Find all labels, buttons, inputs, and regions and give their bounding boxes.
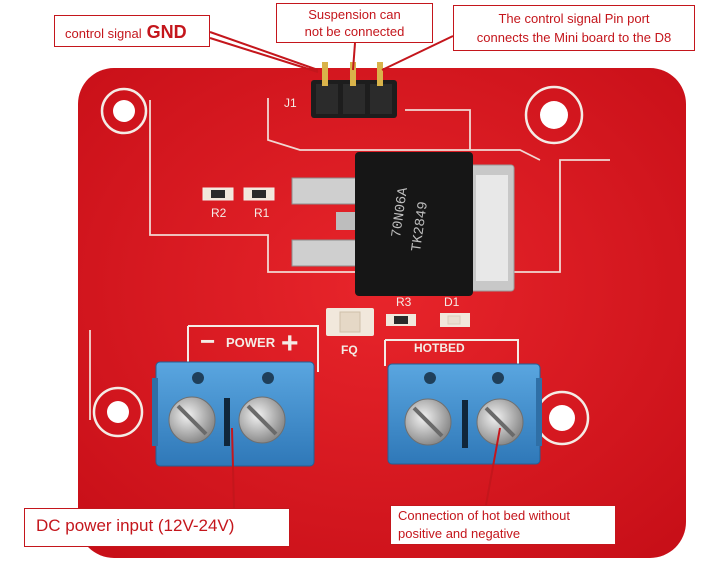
fuse-label: FQ: [341, 343, 358, 357]
callout-hotbed-line1: Connection of hot bed without: [398, 508, 571, 523]
callout-dc-power: DC power input (12V-24V): [24, 508, 290, 547]
resistors-r1-r2: [202, 187, 275, 201]
pcb-board: [78, 68, 686, 558]
header-label: J1: [284, 96, 297, 110]
callout-suspension-line2: not be connected: [304, 24, 405, 39]
hotbed-label: HOTBED: [414, 341, 465, 355]
hotbed-terminal-block: [387, 363, 542, 465]
fuse: [326, 308, 374, 336]
diode-d1-label: D1: [444, 295, 460, 309]
callout-pin-port: The control signal Pin port connects the…: [453, 5, 695, 51]
hotbed-frame: [384, 339, 519, 366]
callout-gnd: control signal GND: [54, 15, 210, 47]
callout-pin-port-line1: The control signal Pin port: [498, 11, 650, 26]
resistor-r2-label: R2: [211, 206, 227, 220]
callout-pin-port-line2: connects the Mini board to the D8: [476, 30, 672, 45]
callout-gnd-emphasis: GND: [146, 22, 187, 42]
pin-header-j1: [311, 62, 397, 118]
power-terminal-block: [152, 361, 315, 467]
callout-dc-power-text: DC power input (12V-24V): [36, 516, 235, 535]
silkscreen-lines: [89, 98, 610, 420]
callout-hotbed: Connection of hot bed without positive a…: [390, 505, 616, 545]
power-minus: −: [200, 326, 215, 356]
callout-hotbed-line2: positive and negative: [398, 526, 521, 541]
mosfet-marking-2: TK2849: [409, 201, 432, 253]
mosfet-marking-1: 70N06A: [389, 186, 412, 239]
callout-suspension-line1: Suspension can: [308, 7, 401, 22]
mounting-holes: [92, 85, 590, 446]
mosfet: [291, 152, 515, 296]
power-label: POWER: [226, 335, 276, 350]
resistor-r3-diode-d1: [386, 313, 470, 327]
resistor-r3-label: R3: [396, 295, 412, 309]
callout-gnd-prefix: control signal: [65, 26, 142, 41]
callout-leaders: [209, 31, 501, 509]
resistor-r1-label: R1: [254, 206, 270, 220]
power-plus: +: [281, 327, 299, 360]
callout-suspension: Suspension can not be connected: [276, 3, 433, 43]
